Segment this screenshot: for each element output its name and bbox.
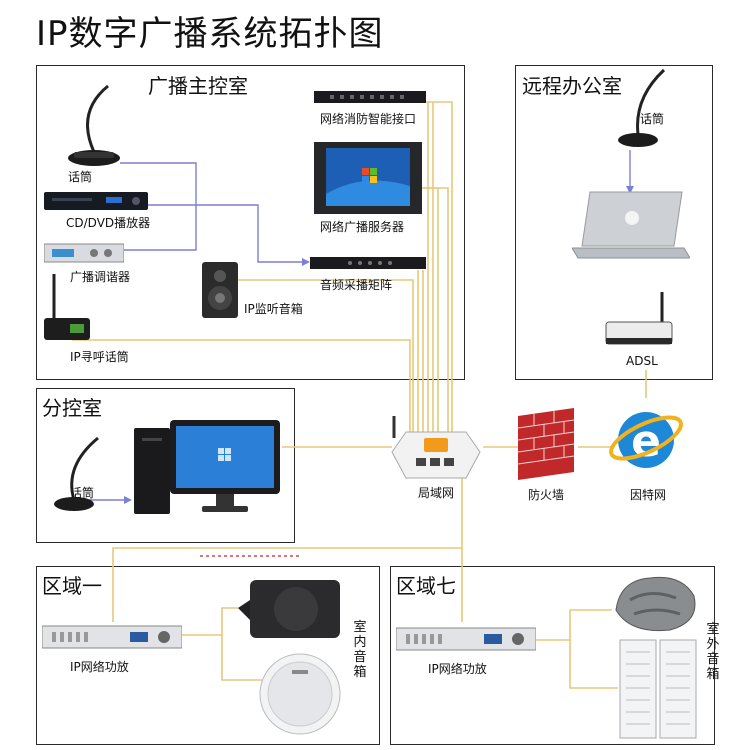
main-control-title: 广播主控室: [148, 74, 248, 98]
laptop-icon: [572, 191, 690, 259]
column-speaker-icon: [619, 639, 697, 739]
label-firewall: 防火墙: [528, 488, 565, 502]
dvd-player-icon: [44, 192, 148, 210]
server-monitor-icon: [314, 142, 422, 214]
label-tuner: 广播调谐器: [70, 270, 131, 284]
label-monitor-speaker: IP监听音箱: [244, 302, 303, 316]
label-amp-zone1: IP网络功放: [70, 660, 129, 674]
internet-explorer-icon: e: [609, 412, 683, 468]
label-mic-remote: 话筒: [640, 112, 665, 126]
label-internet: 因特网: [630, 488, 667, 502]
router-icon: [605, 292, 673, 345]
zone-one-title: 区域一: [42, 574, 102, 598]
remote-office-title: 远程办公室: [522, 74, 622, 98]
label-mic-sub: 话筒: [70, 486, 95, 500]
rack-unit-icon: [314, 91, 426, 103]
label-paging-mic: IP寻呼话筒: [70, 350, 129, 364]
label-outdoor-speaker: 室外音箱: [706, 622, 720, 682]
label-indoor-speaker: 室内音箱: [353, 620, 367, 680]
wall-speaker-icon: [238, 580, 340, 638]
microphone-icon: [54, 436, 99, 511]
ceiling-speaker-icon: [259, 653, 341, 735]
label-lan: 局域网: [418, 486, 455, 500]
rack-unit-icon: [310, 257, 426, 269]
page-title: IP数字广播系统拓扑图: [36, 14, 384, 54]
rock-speaker-icon: [615, 576, 696, 632]
label-fire-interface: 网络消防智能接口: [320, 112, 417, 126]
label-broadcast-server: 网络广播服务器: [320, 220, 405, 234]
label-mic-main: 话筒: [68, 170, 93, 184]
amplifier-icon: [396, 627, 536, 651]
firewall-icon: [517, 408, 575, 480]
label-adsl: ADSL: [626, 354, 658, 368]
main-control-room: [36, 65, 465, 380]
label-audio-matrix: 音频采播矩阵: [320, 278, 393, 292]
label-cd-dvd: CD/DVD播放器: [66, 216, 151, 230]
sub-control-title: 分控室: [42, 396, 102, 420]
zone-seven-title: 区域七: [396, 574, 456, 598]
speaker-icon: [202, 262, 238, 318]
tuner-icon: [44, 243, 124, 263]
label-amp-zone7: IP网络功放: [428, 662, 487, 676]
amplifier-icon: [42, 625, 182, 649]
microphone-icon: [618, 68, 666, 147]
microphone-icon: [68, 84, 120, 166]
desktop-pc-icon: [134, 420, 280, 514]
switch-icon: [391, 416, 481, 479]
paging-mic-icon: [44, 274, 90, 340]
